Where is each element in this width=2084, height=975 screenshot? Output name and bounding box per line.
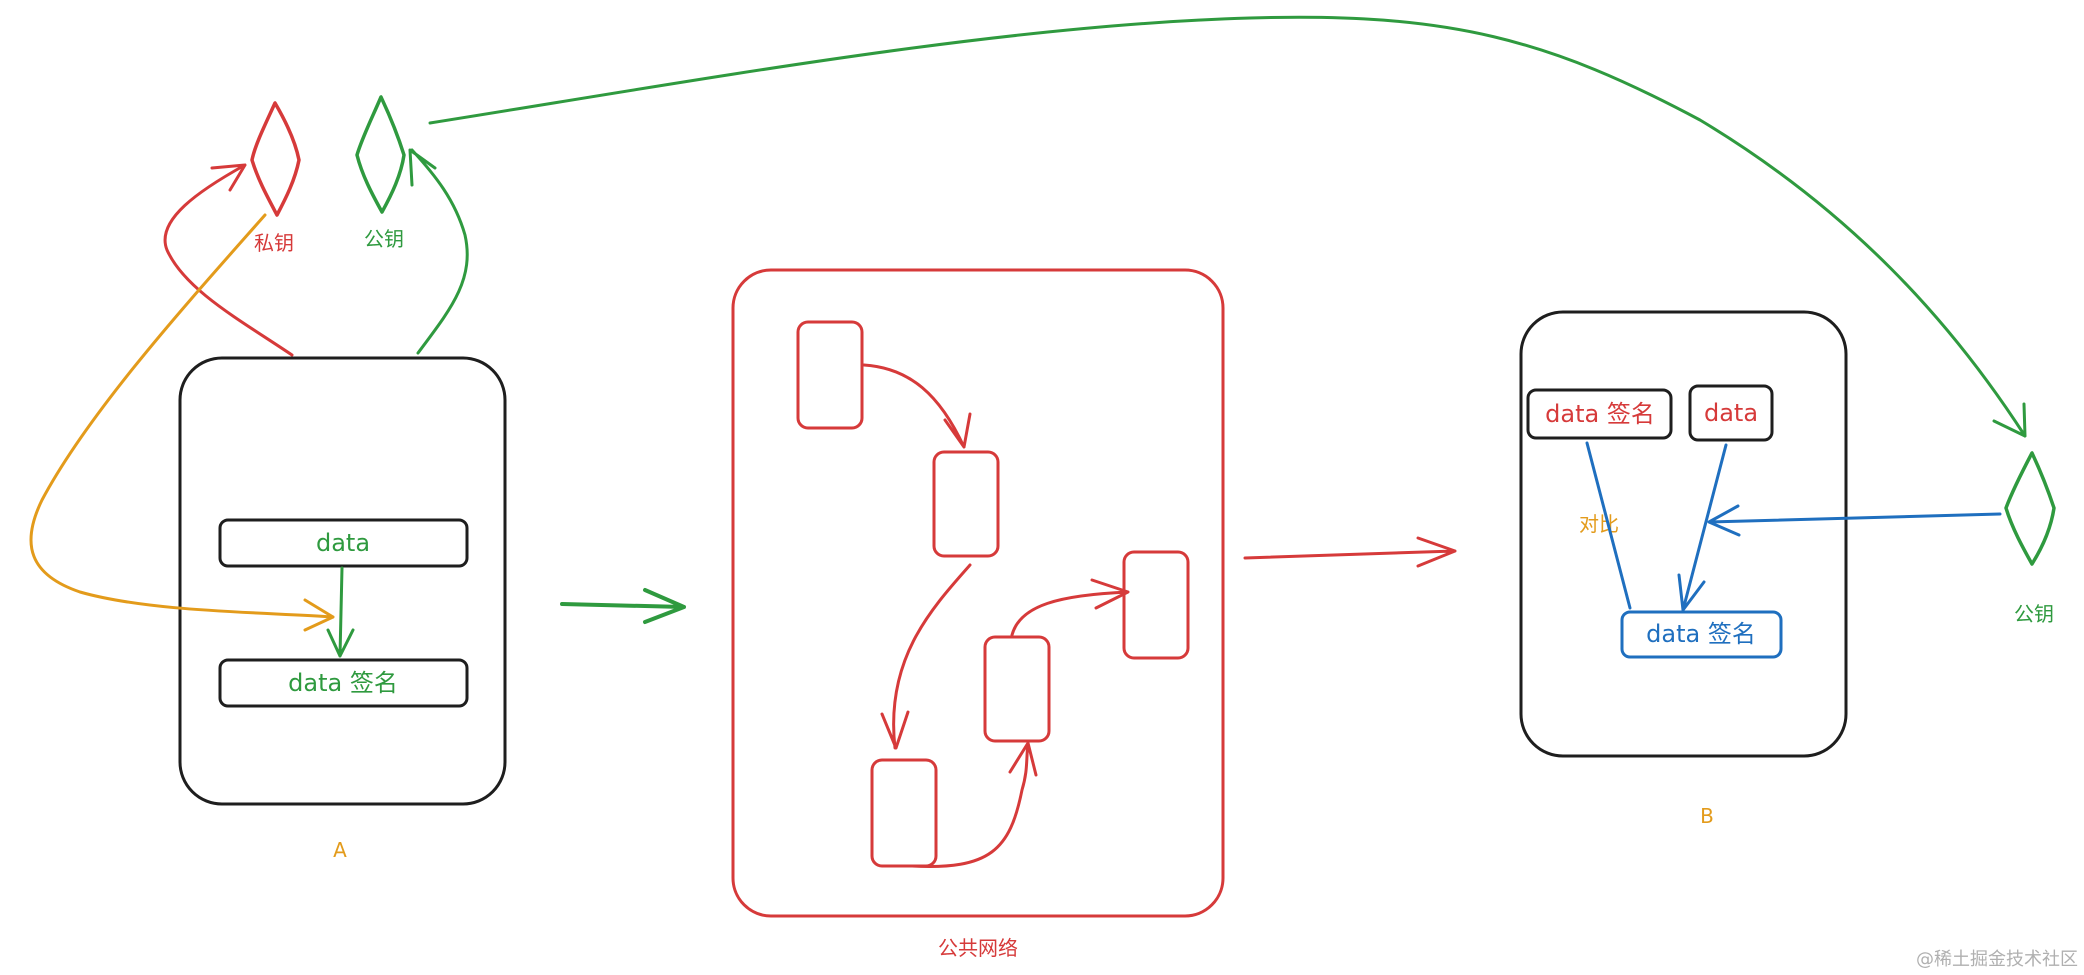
private-key-icon bbox=[250, 101, 301, 217]
box-a-data-signature bbox=[218, 658, 469, 708]
public-key-label-a: 公钥 bbox=[364, 227, 404, 251]
public-network-label: 公共网络 bbox=[938, 936, 1018, 960]
compare-line bbox=[1585, 441, 1632, 610]
box-a-data bbox=[218, 518, 469, 568]
arrow-data-to-signature bbox=[326, 566, 355, 658]
compare-label: 对比 bbox=[1579, 512, 1619, 536]
network-arrow bbox=[862, 363, 972, 449]
box-b-data-signature-blue bbox=[1620, 610, 1783, 659]
box-b-data-red-text: data bbox=[1704, 399, 1758, 427]
network-node bbox=[1122, 550, 1190, 660]
box-b-data-red bbox=[1688, 384, 1774, 442]
public-key-icon-b bbox=[2004, 451, 2056, 566]
box-b-label: B bbox=[1700, 804, 1714, 828]
arrow-box-a-to-public-key bbox=[408, 148, 469, 355]
arrow-public-key-b-to-box bbox=[1707, 504, 2002, 537]
box-b bbox=[1519, 310, 1848, 758]
network-node bbox=[870, 758, 938, 868]
box-a bbox=[178, 356, 507, 806]
watermark: @稀土掘金技术社区 bbox=[1916, 949, 2078, 970]
box-a-label: A bbox=[333, 838, 347, 862]
box-a-data-text: data bbox=[316, 529, 370, 557]
network-arrow bbox=[880, 563, 972, 750]
network-arrow bbox=[1010, 578, 1130, 637]
box-a-data-signature-text: data 签名 bbox=[288, 669, 398, 697]
private-key-label: 私钥 bbox=[254, 231, 294, 255]
network-arrow bbox=[910, 741, 1038, 868]
arrow-private-key-to-signature bbox=[29, 213, 335, 632]
arrow-public-key-a-to-b bbox=[428, 15, 2027, 438]
network-node bbox=[932, 450, 1000, 558]
public-network-box bbox=[731, 268, 1225, 918]
arrow-network-to-b bbox=[1243, 536, 1457, 568]
box-b-data-signature-blue-text: data 签名 bbox=[1646, 620, 1756, 648]
arrow-a-to-network bbox=[560, 588, 686, 624]
box-b-data-signature-red bbox=[1526, 388, 1673, 440]
arrow-box-a-to-private-key bbox=[163, 163, 294, 357]
arrow-data-to-blue-signature bbox=[1677, 443, 1728, 612]
network-node bbox=[796, 320, 864, 430]
box-b-data-signature-red-text: data 签名 bbox=[1545, 400, 1655, 428]
public-key-label-b: 公钥 bbox=[2014, 602, 2054, 626]
network-node bbox=[983, 635, 1051, 743]
public-key-icon-a bbox=[355, 95, 406, 214]
